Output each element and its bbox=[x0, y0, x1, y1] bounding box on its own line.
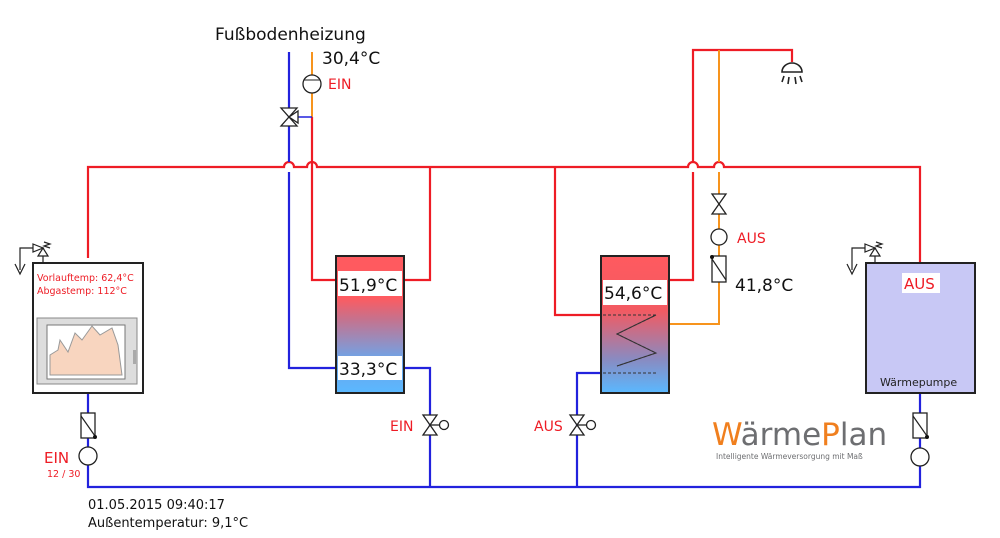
buffer-tank-valve-icon[interactable] bbox=[421, 414, 450, 436]
circulation-check-valve-icon bbox=[710, 255, 727, 283]
heat-pump bbox=[865, 262, 976, 394]
buffer-tank-top-temp: 51,9°C bbox=[339, 276, 397, 296]
svg-text:WärmePlan: WärmePlan bbox=[712, 417, 887, 453]
floor-heating-feed-pipe bbox=[310, 117, 336, 282]
fireplace-pump-status: EIN bbox=[44, 449, 69, 467]
heat-pump-pump-icon bbox=[910, 447, 930, 467]
main-supply-pipe bbox=[86, 160, 922, 263]
dhw-valve-icon[interactable] bbox=[568, 414, 597, 436]
main-return-pipe bbox=[86, 393, 922, 489]
floor-heating-temperature: 30,4°C bbox=[322, 49, 380, 69]
buffer-tank-return-pipe bbox=[404, 366, 432, 487]
circulation-pump-icon bbox=[710, 228, 728, 246]
fireplace-check-valve-icon bbox=[80, 412, 97, 439]
circulation-valve-icon bbox=[710, 193, 728, 215]
buffer-tank-right-pipe bbox=[404, 167, 432, 282]
dhw-coil-return-pipe bbox=[575, 371, 601, 487]
timestamp: 01.05.2015 09:40:17 bbox=[88, 498, 225, 513]
fireplace-flow-temp: Vorlauftemp: 62,4°C bbox=[37, 273, 134, 284]
circulation-temperature: 41,8°C bbox=[735, 276, 793, 296]
circulation-pipe bbox=[669, 50, 720, 325]
buffer-tank-bottom-temp: 33,3°C bbox=[339, 360, 397, 380]
mixing-valve-icon bbox=[279, 107, 299, 127]
fireplace-safety-valve-icon bbox=[14, 241, 52, 276]
shower-icon bbox=[781, 62, 803, 85]
floor-heating-title: Fußbodenheizung bbox=[215, 25, 366, 45]
dhw-tank bbox=[600, 255, 670, 394]
fireplace-pump-stage: 12 / 30 bbox=[47, 469, 80, 480]
heat-pump-safety-valve-icon bbox=[846, 241, 884, 276]
fireplace bbox=[32, 262, 144, 394]
circulation-pump-status: AUS bbox=[737, 231, 766, 247]
hot-water-pipe bbox=[669, 48, 794, 282]
heat-pump-status: AUS bbox=[904, 275, 935, 293]
dhw-valve-status: AUS bbox=[534, 419, 563, 435]
heat-pump-check-valve-icon bbox=[912, 412, 929, 439]
heat-pump-label: Wärmepumpe bbox=[880, 376, 957, 389]
dhw-tank-top-temp: 54,6°C bbox=[604, 284, 662, 304]
fireplace-pump-icon[interactable] bbox=[78, 446, 98, 466]
dhw-coil-supply-pipe bbox=[553, 167, 601, 317]
svg-text:Intelligente Wärmeversorgung m: Intelligente Wärmeversorgung mit Maß bbox=[716, 452, 863, 461]
buffer-tank bbox=[335, 255, 405, 394]
buffer-tank-valve-status: EIN bbox=[390, 419, 413, 435]
fireplace-exhaust-temp: Abgastemp: 112°C bbox=[37, 286, 127, 297]
floor-heating-pump-status: EIN bbox=[328, 77, 351, 93]
floor-heating-return-pipe bbox=[287, 52, 336, 370]
outdoor-temperature: Außentemperatur: 9,1°C bbox=[88, 516, 248, 531]
floor-heating-pump-icon bbox=[302, 74, 322, 94]
waermeplan-logo: WärmePlan Intelligente Wärmeversorgung m… bbox=[712, 417, 887, 461]
